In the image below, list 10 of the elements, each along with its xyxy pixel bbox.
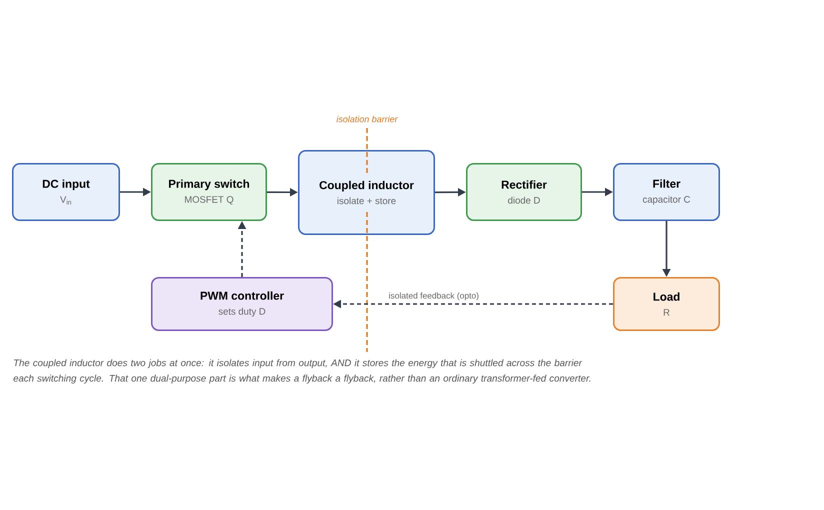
block-box: Primary switch MOSFET Q bbox=[151, 163, 267, 221]
block-box: PWM controller sets duty D bbox=[151, 277, 333, 331]
block-box: Rectifier diode D bbox=[466, 163, 582, 221]
barrier-label: isolation barrier bbox=[336, 116, 398, 122]
block-box: Filter capacitor C bbox=[613, 163, 720, 221]
block-box: Load R bbox=[613, 277, 720, 331]
block-box: DC input V$_{in}$ bbox=[12, 163, 120, 221]
caption-text: The coupled inductor does two jobs at once: it isolates input from output, AND it stores the energy that is shuttled across the barrier each switching cycle. That one dual-purpose part is what makes a flyback a flyback, rather than an ordinary transformer-fed converter. bbox=[14, 359, 590, 384]
block-box: Coupled inductor isolate + store bbox=[298, 150, 435, 235]
edge-label: isolated feedback (opto) bbox=[387, 290, 480, 302]
